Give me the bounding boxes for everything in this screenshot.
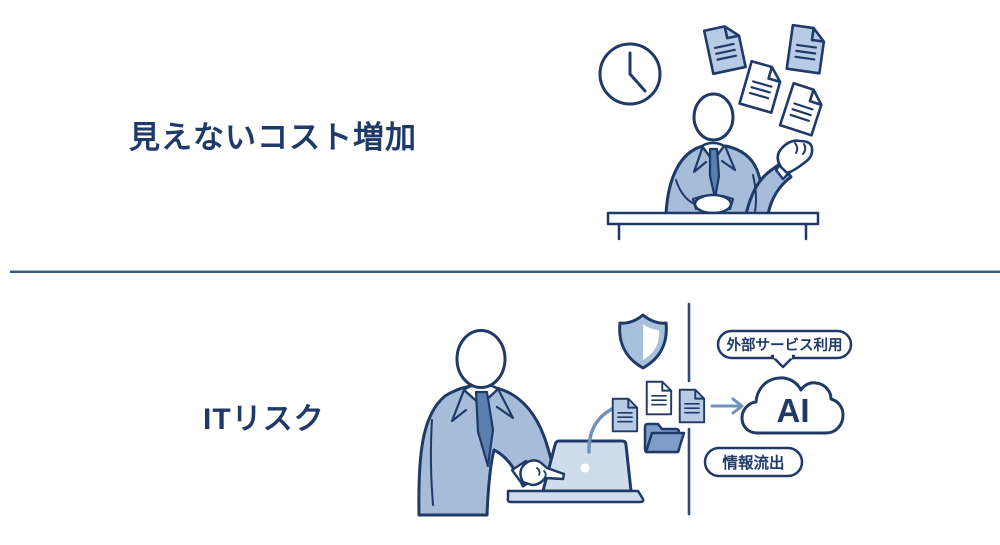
hand-fingers [794,142,807,155]
external-service-label: 外部サービス利用 [727,336,843,354]
arm-crease [429,419,434,506]
hand-fingers [536,467,547,478]
document-icon-crossing-boundary [678,388,706,424]
open-hand-icon [776,139,814,175]
tie [474,390,495,468]
presenter-at-desk-illustration [606,92,820,241]
document-icon [785,23,827,75]
right-arrow-icon [710,397,744,415]
it-risk-title: ITリスク [203,403,325,436]
typing-hand-icon [519,459,566,487]
document-icons [611,380,706,454]
hidden-cost-illustration [598,22,827,241]
clock-icon [598,42,662,106]
external-service-bubble: 外部サービス利用 [716,329,853,369]
suit-lapels [692,144,737,174]
clasped-hands [693,193,733,215]
tie [708,147,721,200]
head [692,92,735,142]
upload-swoosh-arrow [587,407,614,454]
laptop-logo [580,463,590,473]
shield-icon [618,313,668,370]
suit-lapels [450,387,515,423]
head [455,329,507,389]
document-icon [738,59,785,114]
laptop-base [506,489,645,504]
info-leak-pill: 情報流出 [703,446,804,478]
document-icon [702,22,747,76]
ai-cloud-icon: AI [740,376,845,435]
hidden-cost-title: 見えないコスト増加 [129,120,417,155]
laptop-icon [541,439,633,493]
document-icon [778,81,827,137]
ai-cloud-label: AI [777,392,810,429]
desk [606,211,820,241]
info-leak-label: 情報流出 [722,453,784,472]
document-icon [611,397,639,433]
document-icon [645,380,673,416]
it-risk-illustration: AI 外部サービス利用 情報流出 [417,302,853,517]
section-divider [10,270,1000,273]
folder-icon [643,422,686,454]
person-at-laptop-illustration [417,329,645,517]
